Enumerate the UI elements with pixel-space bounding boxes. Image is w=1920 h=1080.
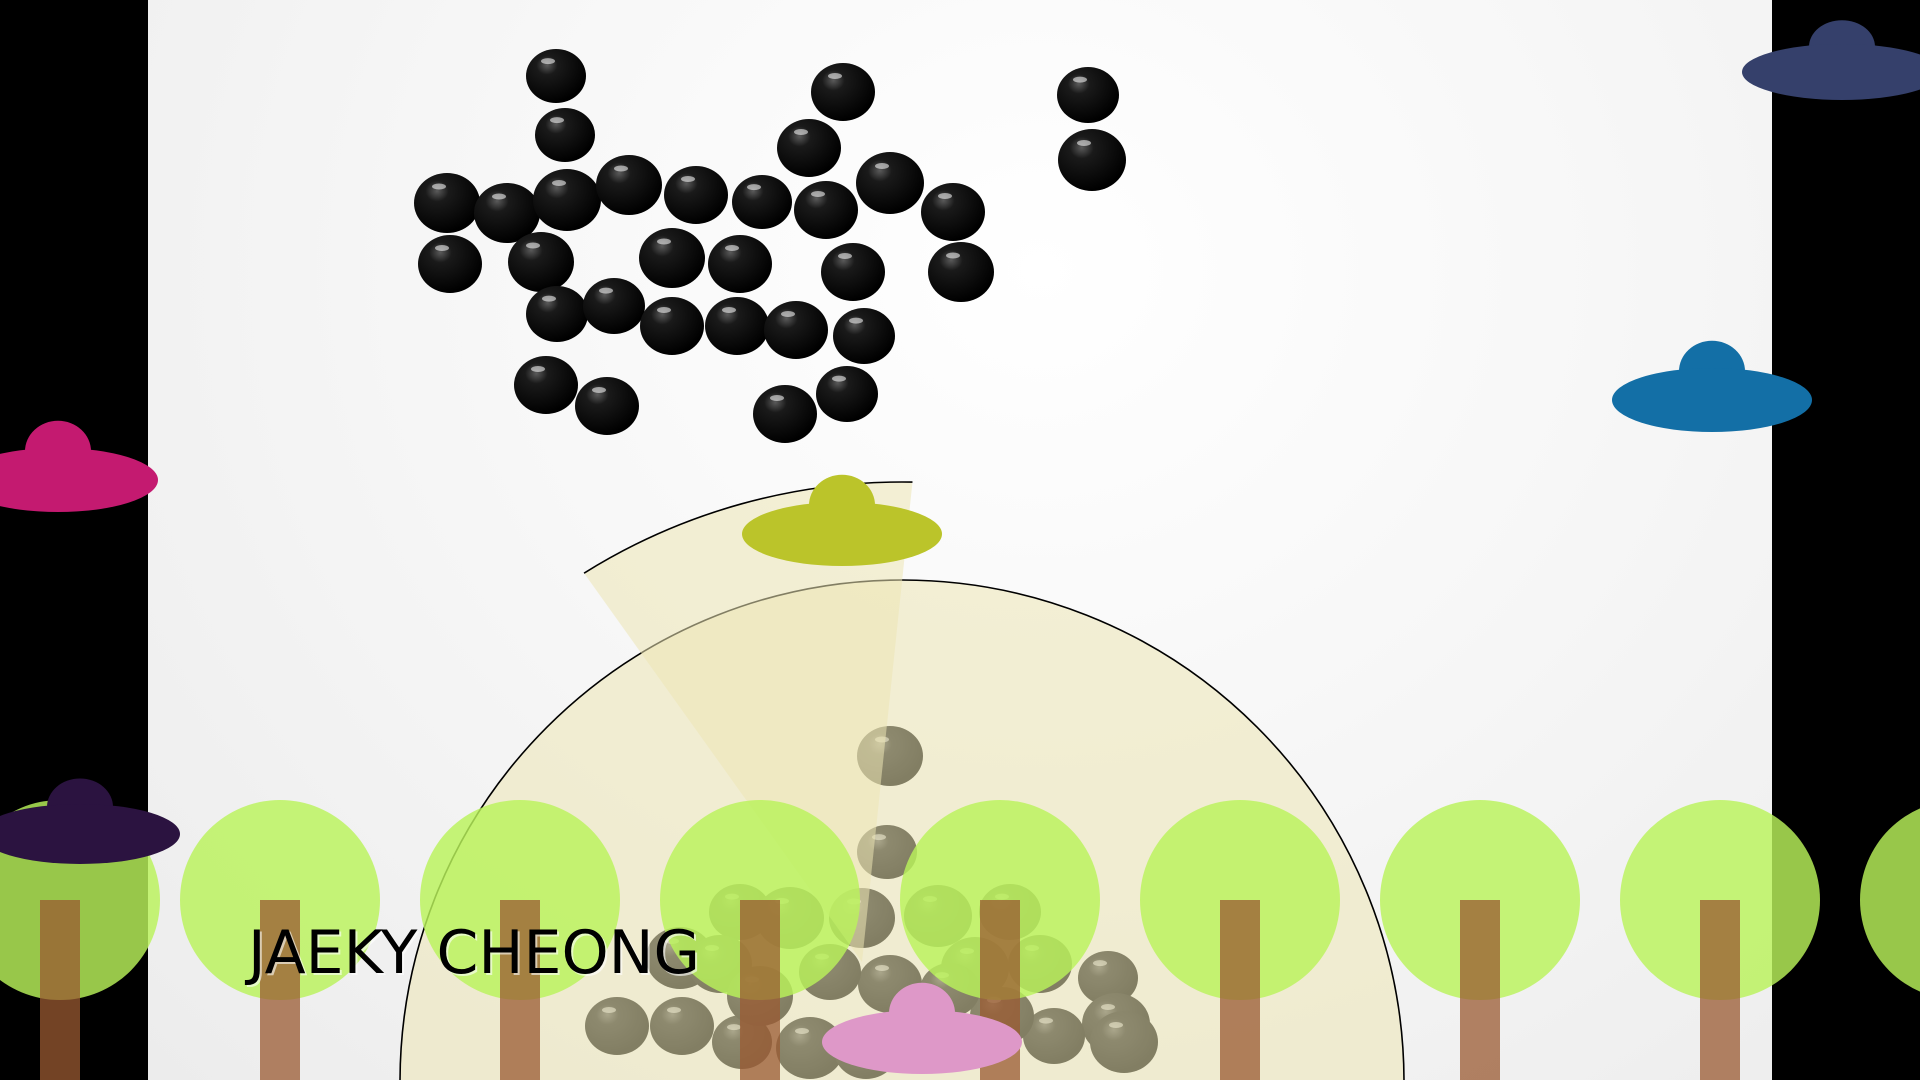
ufo-saucer <box>822 1010 1022 1074</box>
tree <box>660 800 860 1080</box>
pebble <box>821 243 885 301</box>
pebble <box>474 183 540 243</box>
pebble <box>575 377 639 435</box>
pebble <box>764 301 828 359</box>
pebble <box>508 232 574 292</box>
pebble <box>794 181 858 239</box>
pebble-highlight <box>722 307 736 314</box>
pebble <box>811 63 875 121</box>
pebble-highlight <box>838 253 852 260</box>
pebble <box>418 235 482 293</box>
pebble-highlight <box>938 193 952 200</box>
enemy-ufo-pink <box>822 982 1022 1074</box>
tree <box>1380 800 1580 1080</box>
pebble <box>921 183 985 241</box>
pebble-highlight <box>770 395 784 402</box>
pebble <box>732 175 792 229</box>
pebble-highlight <box>599 287 613 294</box>
enemy-ufo-magenta <box>0 420 158 512</box>
pebble <box>640 297 704 355</box>
enemy-ufo-purple <box>0 778 180 864</box>
pebble-highlight <box>849 317 863 324</box>
pebble-highlight <box>592 387 606 394</box>
player-ufo <box>742 474 942 566</box>
pebble <box>583 278 645 334</box>
ufo-saucer <box>1612 368 1812 432</box>
pebble <box>414 173 480 233</box>
tree-canopy <box>1860 808 1920 992</box>
pebble <box>526 286 588 342</box>
pebble <box>705 297 769 355</box>
pebble <box>664 166 728 224</box>
pebble-highlight <box>946 252 960 259</box>
ufo-saucer <box>1742 44 1920 100</box>
pebble-highlight <box>435 245 449 252</box>
tree <box>1620 800 1820 1080</box>
tree-trunk <box>260 900 300 1080</box>
ufo-layer <box>0 20 1920 1074</box>
pebble-highlight <box>811 191 825 198</box>
pebble <box>535 108 595 162</box>
pebble-highlight <box>657 238 671 245</box>
pebble-highlight <box>550 117 564 124</box>
tree-trunk <box>500 900 540 1080</box>
pebble-highlight <box>781 311 795 318</box>
ufo-saucer <box>0 804 180 864</box>
pebble <box>777 119 841 177</box>
pebble <box>514 356 578 414</box>
pebble <box>833 308 895 364</box>
tree <box>420 800 620 1080</box>
tree-trunk <box>1460 900 1500 1080</box>
pebble-highlight <box>492 193 506 200</box>
pebble <box>533 169 601 231</box>
enemy-ufo-blue <box>1612 340 1812 432</box>
tree-layer <box>0 800 1920 1080</box>
pebble-highlight <box>725 245 739 252</box>
pebble-highlight <box>552 179 566 186</box>
pebble <box>816 366 878 422</box>
pebble-highlight <box>1077 139 1091 146</box>
tree-trunk <box>740 900 780 1080</box>
player-name: JAEKY CHEONG <box>248 918 701 988</box>
ufo-saucer <box>742 502 942 566</box>
tree <box>180 800 380 1080</box>
tree <box>1140 800 1340 1080</box>
pebble-highlight <box>614 165 628 172</box>
pebble-highlight <box>747 184 761 191</box>
pebble <box>856 152 924 214</box>
pebble-highlight <box>542 295 556 302</box>
pebble <box>596 155 662 215</box>
pebble <box>639 228 705 288</box>
pebble-highlight <box>1073 76 1087 83</box>
pebble <box>928 242 994 302</box>
pebble-highlight <box>681 176 695 183</box>
enemy-ufo-navy <box>1742 20 1920 100</box>
pebble <box>526 49 586 103</box>
pebble-highlight <box>794 129 808 136</box>
tree-trunk <box>1700 900 1740 1080</box>
pebble-highlight <box>875 162 889 169</box>
pebble-highlight <box>828 73 842 80</box>
radar-beam-arc <box>583 481 913 574</box>
pebble-highlight <box>526 242 540 249</box>
pebble <box>708 235 772 293</box>
ufo-saucer <box>0 448 158 512</box>
pebble-highlight <box>832 375 846 382</box>
tree <box>1860 808 1920 992</box>
pebble-highlight <box>432 183 446 190</box>
pebble-highlight <box>531 366 545 373</box>
pebble-highlight <box>541 58 555 65</box>
tree-trunk <box>1220 900 1260 1080</box>
pebble <box>1057 67 1119 123</box>
pebble <box>753 385 817 443</box>
pebble <box>1058 129 1126 191</box>
pebble-highlight <box>657 307 671 314</box>
tree-trunk <box>40 900 80 1080</box>
